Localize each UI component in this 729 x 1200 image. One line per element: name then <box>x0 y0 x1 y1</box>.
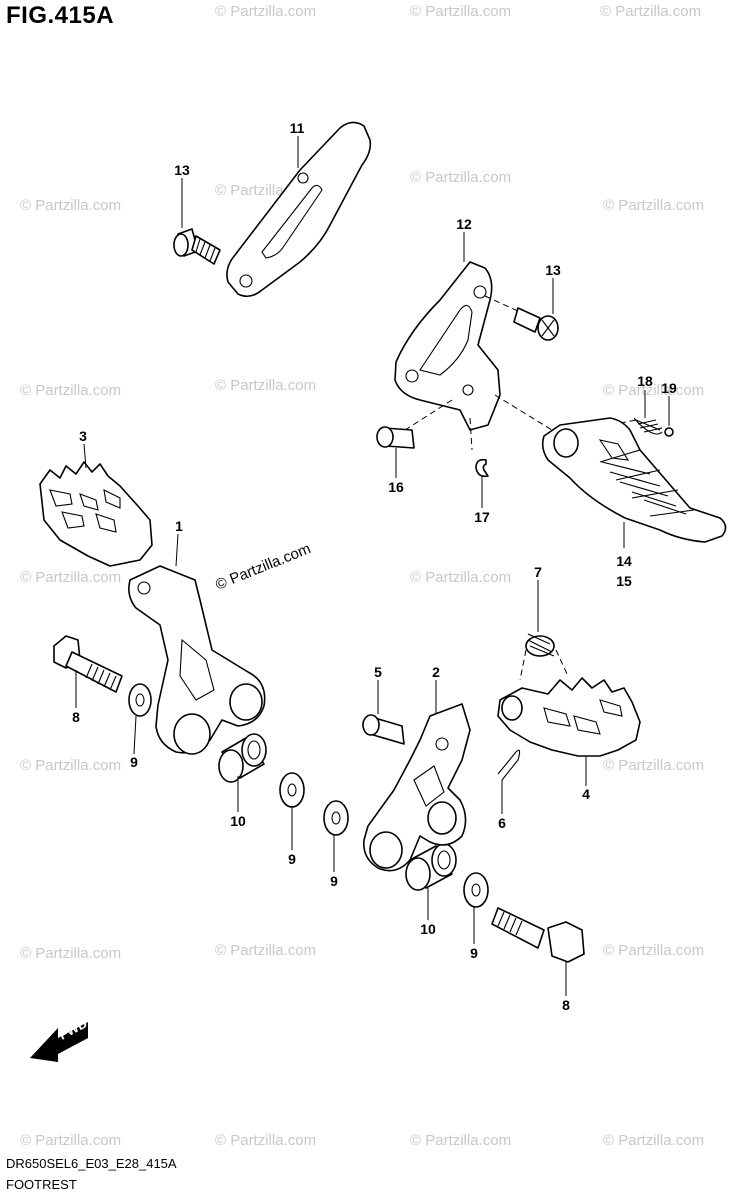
callout-8: 8 <box>72 709 80 725</box>
part-8-bolt-right <box>491 907 585 963</box>
watermark: © Partzilla.com <box>20 945 121 962</box>
part-8-bolt-left <box>53 635 123 693</box>
watermark: © Partzilla.com <box>410 1132 511 1149</box>
part-9-washer <box>279 772 305 808</box>
watermark: © Partzilla.com <box>20 569 121 586</box>
watermark: © Partzilla.com <box>20 1132 121 1149</box>
callout-5: 5 <box>374 664 382 680</box>
figure-title: FIG.415A <box>6 2 115 29</box>
fwd-arrow: FWD <box>30 1016 90 1062</box>
watermark: © Partzilla.com <box>603 382 704 399</box>
callout-9: 9 <box>130 754 138 770</box>
part-12-bracket <box>394 261 561 451</box>
watermark: © Partzilla.com <box>600 3 701 20</box>
watermark: © Partzilla.com <box>215 377 316 394</box>
callout-9: 9 <box>470 945 478 961</box>
callout-8: 8 <box>562 997 570 1013</box>
callout-6: 6 <box>498 815 506 831</box>
part-9-washer <box>323 800 349 836</box>
callout-13: 13 <box>174 162 190 178</box>
leader-lines <box>75 136 670 996</box>
watermark: © Partzilla.com <box>215 3 316 20</box>
watermark: © Partzilla.com <box>603 757 704 774</box>
callout-18: 18 <box>637 373 653 389</box>
watermark: © Partzilla.com <box>603 1132 704 1149</box>
part-9-washer <box>128 683 152 717</box>
watermark: © Partzilla.com <box>20 757 121 774</box>
section-name: FOOTREST <box>6 1177 77 1192</box>
part-11-heel-plate <box>226 121 372 298</box>
callout-14: 14 <box>616 553 632 569</box>
callout-3: 3 <box>79 428 87 444</box>
callout-13: 13 <box>545 262 561 278</box>
callout-16: 16 <box>388 479 404 495</box>
part-2-bracket-right <box>362 703 471 872</box>
part-4-footpeg-right-lower <box>497 677 641 757</box>
part-19-ball <box>664 427 674 437</box>
part-3-footpeg-left <box>39 461 153 567</box>
part-10-collar <box>218 733 267 783</box>
callout-7: 7 <box>534 564 542 580</box>
callout-4: 4 <box>582 786 590 802</box>
watermark-layer: © Partzilla.com © Partzilla.com © Partzi… <box>20 3 704 1149</box>
part-13-bolt-right <box>513 307 559 341</box>
watermark: © Partzilla.com <box>410 169 511 186</box>
callout-12: 12 <box>456 216 472 232</box>
callout-10: 10 <box>230 813 246 829</box>
part-7-spring <box>519 633 569 681</box>
callout-11: 11 <box>290 120 305 136</box>
model-code: DR650SEL6_E03_E28_415A <box>6 1156 177 1171</box>
part-16-pin <box>376 426 415 449</box>
part-9-washer <box>463 872 489 908</box>
part-5-pin <box>362 714 405 745</box>
part-18-spring <box>633 417 663 435</box>
callouts: 1 2 3 4 5 6 7 8 8 9 9 9 9 10 10 11 12 13… <box>72 120 677 1013</box>
callout-17: 17 <box>474 509 490 525</box>
watermark: © Partzilla.com <box>603 942 704 959</box>
watermark: © Partzilla.com <box>215 942 316 959</box>
part-17-clip <box>475 458 489 478</box>
callout-15: 15 <box>616 573 632 589</box>
watermark: © Partzilla.com <box>20 197 121 214</box>
watermark: © Partzilla.com <box>410 569 511 586</box>
part-13-bolt <box>173 228 221 265</box>
callout-1: 1 <box>175 518 183 534</box>
watermark-inline: © Partzilla.com <box>213 540 313 594</box>
callout-2: 2 <box>432 664 440 680</box>
callout-10: 10 <box>420 921 436 937</box>
part-1-bracket-left <box>128 565 266 755</box>
watermark: © Partzilla.com <box>215 1132 316 1149</box>
watermark: © Partzilla.com <box>410 3 511 20</box>
part-14-footpeg-right <box>541 417 727 543</box>
part-10-collar <box>405 843 457 891</box>
part-6-cotter-pin <box>497 749 521 781</box>
watermark: © Partzilla.com <box>20 382 121 399</box>
watermark: © Partzilla.com <box>603 197 704 214</box>
callout-19: 19 <box>661 380 677 396</box>
callout-9: 9 <box>330 873 338 889</box>
callout-9: 9 <box>288 851 296 867</box>
